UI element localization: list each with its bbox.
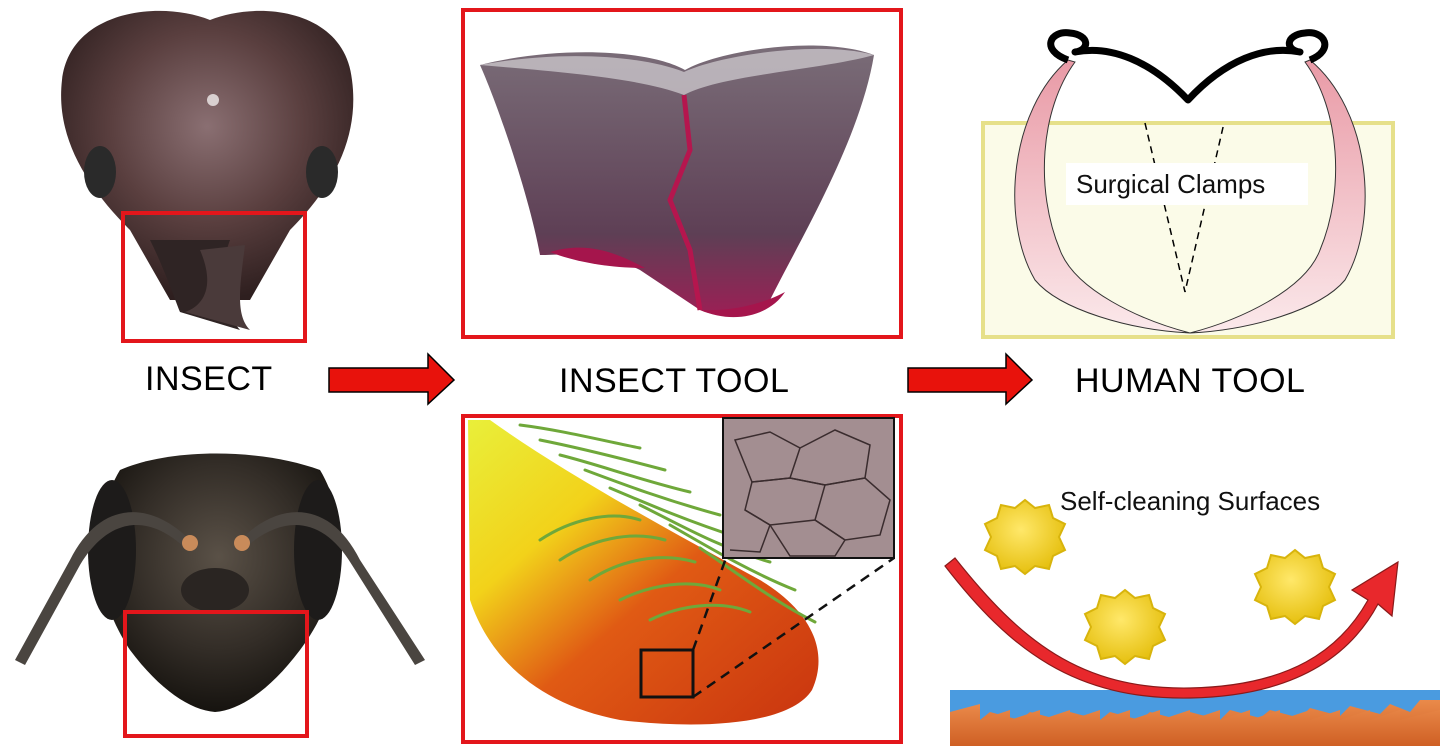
self-cleaning-caption: Self-cleaning Surfaces — [1060, 486, 1321, 516]
pollen-particle — [1083, 588, 1167, 666]
surgical-clamps-caption: Surgical Clamps — [1076, 169, 1266, 199]
ant-head-image — [61, 10, 354, 330]
right-arrow-icon — [328, 352, 456, 406]
surgical-clamp-illustration — [1014, 29, 1366, 334]
self-cleaning-surface-illustration — [950, 690, 1440, 746]
bee-mouthpart-highlight-box — [123, 610, 309, 738]
pollen-particle — [983, 498, 1067, 576]
insect-tool-label: INSECT TOOL — [559, 362, 790, 400]
pollen-particle — [1253, 548, 1337, 626]
ant-mandible-highlight-box — [121, 211, 307, 343]
insect-label: INSECT — [145, 360, 273, 398]
bee-head-image — [15, 453, 425, 712]
leg-sem-image — [468, 417, 895, 725]
right-arrow-icon — [907, 352, 1034, 406]
human-tool-label: HUMAN TOOL — [1075, 362, 1306, 400]
surgical-clamps-caption-bg — [1066, 163, 1308, 205]
mandible-sem-image — [480, 45, 874, 318]
curved-arrow-icon — [944, 557, 1399, 699]
